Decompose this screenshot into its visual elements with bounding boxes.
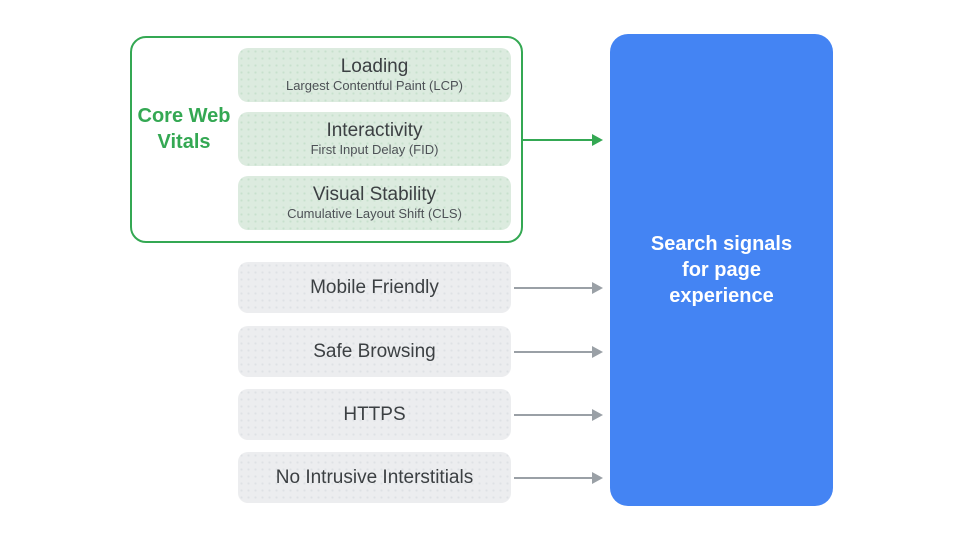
signal-card-safe-browsing: Safe Browsing (238, 326, 511, 377)
search-signals-panel: Search signals for page experience (610, 34, 833, 506)
vital-subtitle: First Input Delay (FID) (310, 142, 439, 157)
arrow-mobile-friendly-icon (514, 282, 603, 294)
signal-label: No Intrusive Interstitials (275, 466, 474, 488)
core-web-vitals-label: Core Web Vitals (137, 105, 231, 153)
arrow-safe-browsing-icon (514, 346, 603, 358)
arrow-core-web-vitals-icon (523, 134, 603, 146)
signal-card-no-intrusive-interstitials: No Intrusive Interstitials (238, 452, 511, 503)
vital-card-interactivity: Interactivity First Input Delay (FID) (238, 112, 511, 166)
vital-card-loading: Loading Largest Contentful Paint (LCP) (238, 48, 511, 102)
signal-card-https: HTTPS (238, 389, 511, 440)
vital-title: Interactivity (326, 120, 423, 141)
signal-label: Mobile Friendly (310, 276, 439, 298)
vital-subtitle: Cumulative Layout Shift (CLS) (287, 206, 462, 221)
signal-card-mobile-friendly: Mobile Friendly (238, 262, 511, 313)
signal-label: HTTPS (343, 403, 406, 425)
arrow-https-icon (514, 409, 603, 421)
vital-card-visual-stability: Visual Stability Cumulative Layout Shift… (238, 176, 511, 230)
vital-title: Loading (340, 56, 409, 77)
vital-title: Visual Stability (312, 184, 437, 205)
arrow-no-intrusive-interstitials-icon (514, 472, 603, 484)
search-signals-label: Search signals for page experience (650, 233, 793, 307)
signal-label: Safe Browsing (313, 340, 436, 362)
vital-subtitle: Largest Contentful Paint (LCP) (285, 78, 464, 93)
